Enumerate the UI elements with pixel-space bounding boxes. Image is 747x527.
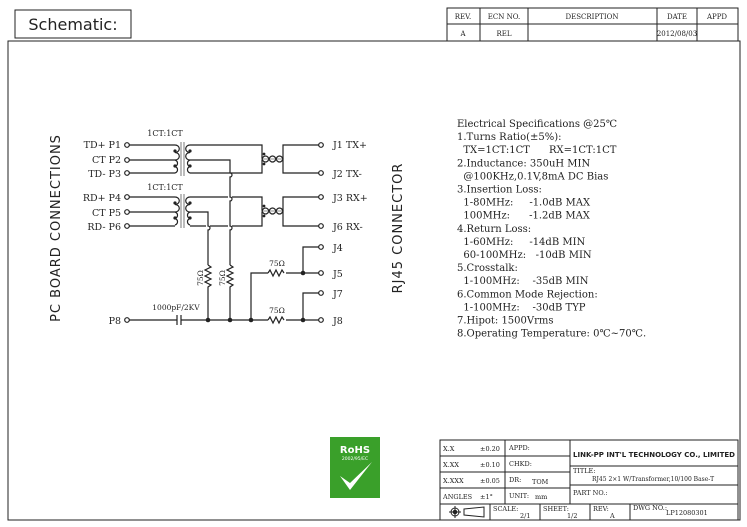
spec-line: @100KHz,0.1V,8mA DC Bias <box>457 171 608 182</box>
spec-line: 1-100MHz: -30dB TYP <box>457 302 586 313</box>
pin-j8: J8 <box>332 316 343 327</box>
pin-p6: RD- P6 <box>87 222 121 233</box>
date-value: 2012/08/03 <box>657 30 697 38</box>
rohs-logo: RoHS 2002/95/EC <box>330 437 380 498</box>
spec-line: 1-100MHz: -35dB MIN <box>457 276 589 287</box>
rev-label: REV: <box>593 505 609 513</box>
dr-value: TOM <box>532 478 549 486</box>
pin-p2: CT P2 <box>92 155 121 166</box>
tolerance-label: X.XXX <box>443 477 464 485</box>
pin-j4: J4 <box>332 243 343 254</box>
ratio-bottom: 1CT:1CT <box>147 183 183 192</box>
spec-line: 8.Operating Temperature: 0℃~70℃. <box>457 329 646 340</box>
dwg-no-value: LP12080301 <box>666 509 708 517</box>
chkd-label: CHKD: <box>509 460 532 468</box>
spec-line: 2.Inductance: 350uH MIN <box>457 158 590 169</box>
ecn-value: REL <box>496 30 511 38</box>
pin-p5: CT P5 <box>92 208 121 219</box>
spec-line: 6.Common Mode Rejection: <box>457 289 598 300</box>
spec-line: 1-80MHz: -1.0dB MAX <box>457 198 591 209</box>
title-label: TITLE: <box>573 467 596 475</box>
pin-j3: J3 RX+ <box>332 193 368 204</box>
resistor-label: 75Ω <box>196 270 205 286</box>
pin-p4: RD+ P4 <box>83 193 121 204</box>
resistor-label: 75Ω <box>269 259 285 268</box>
dwg-no-label: DWG NO.: <box>633 504 667 512</box>
circuit: 1CT:1CT 1CT:1CT TD+ P1 CT P2 TD- P3 RD+ … <box>83 129 368 327</box>
scale-value: 2/1 <box>520 512 530 520</box>
spec-line: 7.Hipot: 1500Vrms <box>457 316 554 327</box>
pin-j7: J7 <box>332 289 343 300</box>
pin-p3: TD- P3 <box>88 169 121 180</box>
part-no-label: PART NO.: <box>573 489 608 497</box>
appd-label: APPD: <box>508 444 530 452</box>
resistor-label: 75Ω <box>218 270 227 286</box>
tolerance-value: ±0.05 <box>480 477 500 485</box>
rev-header: REV. <box>455 13 471 21</box>
dr-label: DR: <box>509 476 521 484</box>
electrical-specifications: Electrical Specifications @25℃ 1.Turns Ra… <box>457 119 646 340</box>
description-header: DESCRIPTION <box>566 13 619 21</box>
unit-label: UNIT: <box>509 492 529 500</box>
resistor-label: 75Ω <box>269 306 285 315</box>
rohs-sub: 2002/95/EC <box>342 456 368 462</box>
spec-line: 3.Insertion Loss: <box>457 185 542 196</box>
title-box <box>14 9 132 39</box>
projection-symbol-icon <box>449 506 485 518</box>
date-header: DATE <box>667 13 687 21</box>
page-title: Schematic: <box>28 15 117 34</box>
drawing-frame <box>7 40 741 521</box>
tolerance-value: ±0.10 <box>480 461 500 469</box>
spec-line: Electrical Specifications @25℃ <box>457 119 617 130</box>
spec-line: 4.Return Loss: <box>457 224 531 235</box>
tolerance-label: X.X <box>443 445 455 453</box>
spec-line: 1-60MHz: -14dB MIN <box>457 237 586 248</box>
rj45-connector-label: RJ45 CONNECTOR <box>391 163 406 294</box>
spec-line: 100MHz: -1.2dB MAX <box>457 211 591 222</box>
capacitor-label: 1000pF/2KV <box>152 303 200 312</box>
tolerance-label: ANGLES <box>442 493 472 501</box>
checkmark-icon <box>340 462 372 490</box>
company-name: LINK-PP INT'L TECHNOLOGY CO., LIMITED <box>573 451 735 459</box>
tolerance-value: ±0.20 <box>480 445 500 453</box>
pin-j5: J5 <box>332 269 343 280</box>
sheet-label: SHEET: <box>543 505 569 513</box>
revision-table: REV. ECN NO. DESCRIPTION DATE APPD A REL… <box>446 7 739 42</box>
spec-line: 5.Crosstalk: <box>457 263 518 274</box>
rev-value: A <box>459 30 466 38</box>
ratio-top: 1CT:1CT <box>147 129 183 138</box>
pin-p8: P8 <box>109 316 121 327</box>
rohs-title: RoHS <box>340 445 370 456</box>
tolerance-label: X.XX <box>443 461 459 469</box>
pin-j2: J2 TX- <box>332 169 362 180</box>
scale-label: SCALE: <box>493 505 518 513</box>
title-value: RJ45 2×1 W/Transformer,10/100 Base-T <box>592 476 714 483</box>
pc-board-label: PC BOARD CONNECTIONS <box>49 134 64 322</box>
sheet-value: 1/2 <box>567 512 577 520</box>
pin-p1: TD+ P1 <box>84 140 121 151</box>
pin-j6: J6 RX- <box>332 222 363 233</box>
rev-value: A <box>609 512 615 520</box>
ecn-header: ECN NO. <box>488 13 521 21</box>
tolerance-value: ±1° <box>480 493 493 501</box>
unit-value: mm <box>535 493 547 501</box>
pin-j1: J1 TX+ <box>332 140 367 151</box>
appd-header: APPD <box>706 13 727 21</box>
spec-line: 1.Turns Ratio(±5%): <box>457 132 562 143</box>
spec-line: TX=1CT:1CT RX=1CT:1CT <box>457 145 617 156</box>
spec-line: 60-100MHz: -10dB MIN <box>457 250 592 261</box>
